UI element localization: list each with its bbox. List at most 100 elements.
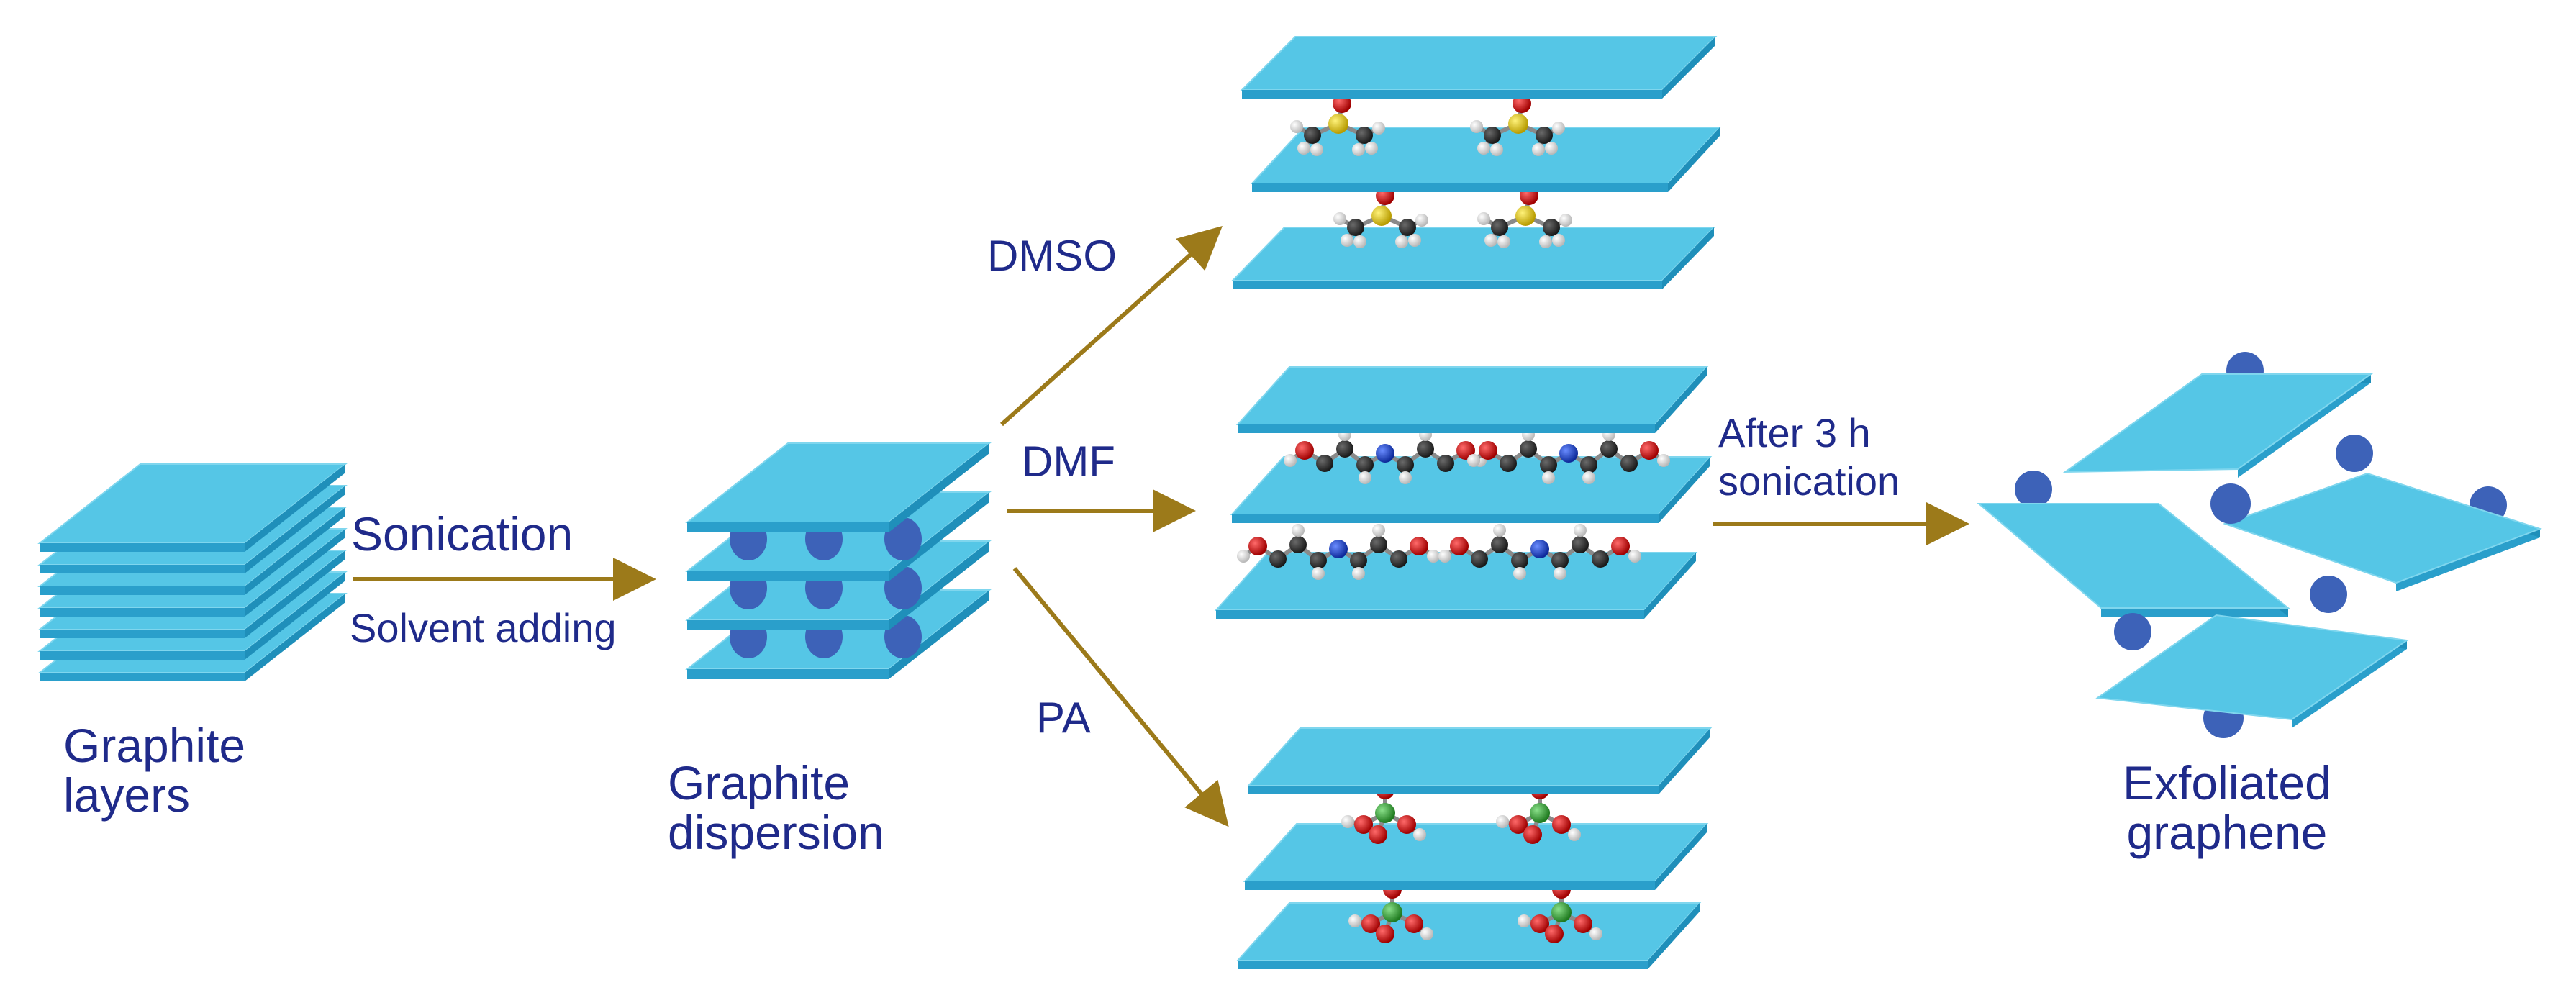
sheet-front-edge <box>687 522 889 532</box>
sheet-front-edge <box>687 669 889 679</box>
atom-O <box>1354 815 1373 834</box>
atom-H <box>1513 567 1526 580</box>
atom-H <box>1552 234 1565 247</box>
exfoliated-graphene-label: Exfoliated graphene <box>2123 758 2331 858</box>
sheet-front-edge <box>1238 424 1655 433</box>
atom-H <box>1554 567 1566 580</box>
dmf-label: DMF <box>1022 437 1115 486</box>
atom-C <box>1540 456 1557 473</box>
dmso-intercalation-stack <box>1230 36 1722 289</box>
atom-H <box>1312 567 1325 580</box>
atom-P <box>1530 803 1550 823</box>
pa-sheet-middle <box>1243 823 1709 890</box>
atom-H <box>1284 454 1297 467</box>
dmso-label: DMSO <box>987 232 1117 280</box>
sheet-front-edge <box>40 630 245 638</box>
sheet-top-face <box>1977 503 2290 609</box>
pa-arrow <box>1012 567 1229 827</box>
atom-H <box>1413 828 1426 841</box>
sheet-side-edge <box>889 443 989 532</box>
atom-C <box>1350 552 1367 569</box>
atom-H <box>1341 815 1354 828</box>
atom-H <box>1372 122 1385 135</box>
atom-H <box>1559 214 1572 227</box>
atom-C <box>1491 219 1508 236</box>
sheet-top-face <box>1235 366 1709 425</box>
atom-H <box>1438 550 1451 563</box>
atom-H <box>1532 143 1545 156</box>
atom-O <box>1410 537 1428 555</box>
sheet-top-face <box>1214 552 1698 611</box>
atom-H <box>1542 471 1555 484</box>
exfoliated-graphene-sheets <box>1977 352 2543 738</box>
atom-H <box>1341 234 1353 247</box>
atom-P <box>1375 803 1395 823</box>
atom-O <box>1361 914 1380 933</box>
sheet-side-edge <box>245 464 345 552</box>
atom-H <box>1582 471 1595 484</box>
graphite-dispersion-label-line1: Graphite <box>668 756 851 809</box>
atom-O <box>1376 925 1394 943</box>
pa-intercalation-stack <box>1235 727 1713 969</box>
atom-C <box>1399 219 1416 236</box>
atom-P <box>1382 902 1402 922</box>
sheet-front-edge <box>40 651 245 660</box>
graphene-dot <box>2210 483 2251 524</box>
sheet-front-edge <box>687 571 889 581</box>
atom-O <box>1640 441 1659 460</box>
dmso-arrow <box>999 225 1223 427</box>
atom-O <box>1513 94 1531 113</box>
sheet-side-edge <box>245 507 345 595</box>
atom-O <box>1530 914 1549 933</box>
sheet-front-edge <box>1245 881 1655 890</box>
sheet-side-edge <box>245 572 345 660</box>
atom-C <box>1471 550 1488 568</box>
graphene-sheet <box>1977 503 2290 617</box>
atom-O <box>1509 815 1528 834</box>
dmso-molecule <box>1333 186 1428 248</box>
atom-C <box>1551 552 1569 569</box>
atom-H <box>1352 567 1365 580</box>
atom-C <box>1269 550 1287 568</box>
atom-C <box>1289 536 1307 553</box>
atom-H <box>1628 550 1641 563</box>
sheet-side-edge <box>1644 553 1696 619</box>
graphene-dot <box>2310 576 2347 613</box>
atom-C <box>1356 127 1373 144</box>
solvent-adding-label: Solvent adding <box>350 605 617 650</box>
atom-O <box>1545 925 1564 943</box>
atom-C <box>1484 127 1501 144</box>
dmso-molecule <box>1470 94 1565 156</box>
graphene-sheet <box>2222 472 2543 591</box>
pa-sheet-top <box>1246 727 1713 794</box>
sheet-side-edge <box>1659 457 1710 523</box>
atom-C <box>1500 455 1517 472</box>
sheet-side-edge <box>245 550 345 638</box>
atom-O <box>1523 825 1542 844</box>
sheet-front-edge <box>2396 529 2540 591</box>
graphite-dispersion-label-line2: dispersion <box>668 806 884 860</box>
sheet-side-edge <box>245 529 345 617</box>
sheet-side-edge <box>1668 127 1720 192</box>
sheet-side-edge <box>889 590 989 679</box>
graphite-layers-label: Graphite layers <box>63 720 245 821</box>
sheet-top-face <box>1246 727 1713 786</box>
atom-H <box>1353 235 1366 248</box>
atom-H <box>1568 828 1581 841</box>
atom-C <box>1336 440 1353 458</box>
atom-C <box>1347 219 1364 236</box>
atom-H <box>1399 471 1412 484</box>
graphite-sheet <box>37 463 348 552</box>
dmf-sheet-top <box>1235 366 1709 433</box>
atom-C <box>1390 550 1407 568</box>
sheet-top-face <box>1230 227 1716 281</box>
graphene-dot <box>2336 435 2373 472</box>
atom-H <box>1518 914 1530 927</box>
sheet-front-edge <box>1216 610 1644 619</box>
atom-H <box>1237 550 1250 563</box>
atom-N <box>1559 444 1578 463</box>
sheet-front-edge <box>1232 514 1659 523</box>
atom-H <box>1415 214 1428 227</box>
dmf-sheet-bottom <box>1214 552 1698 619</box>
